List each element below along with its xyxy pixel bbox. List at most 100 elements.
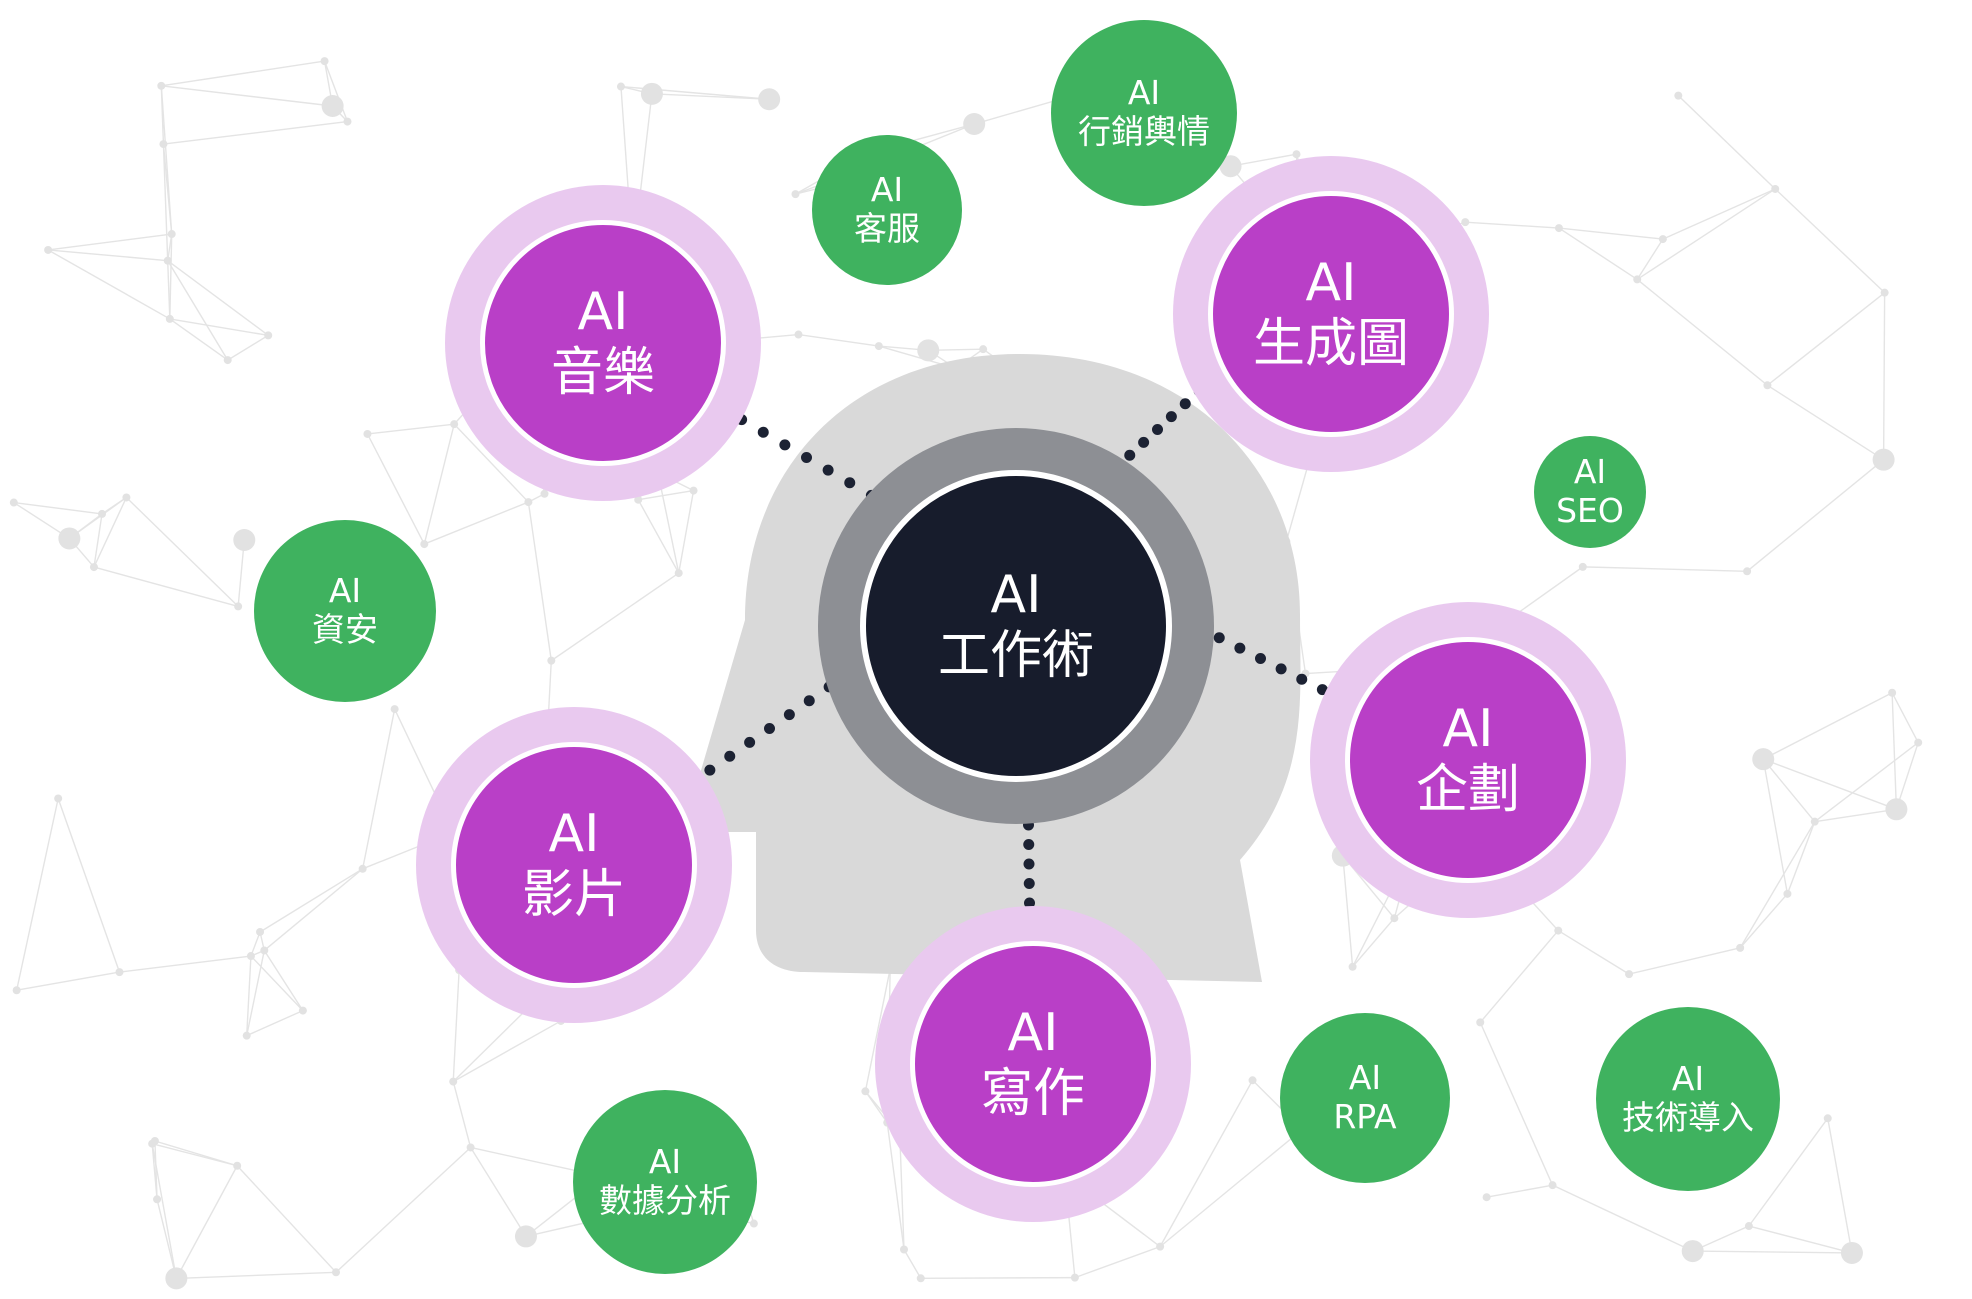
network-node bbox=[547, 656, 556, 665]
network-node bbox=[390, 705, 399, 714]
network-line bbox=[263, 868, 364, 951]
network-line bbox=[1582, 566, 1748, 572]
network-node bbox=[343, 117, 352, 126]
network-node bbox=[58, 527, 81, 550]
network-line bbox=[452, 1020, 562, 1083]
network-node bbox=[54, 794, 63, 803]
network-line bbox=[361, 708, 396, 869]
network-node bbox=[321, 95, 344, 118]
network-node bbox=[1554, 926, 1563, 935]
network-line bbox=[1739, 821, 1816, 949]
topic-seo-line2: SEO bbox=[1556, 491, 1624, 530]
network-line bbox=[798, 333, 879, 347]
topic-writing: AI 寫作 bbox=[910, 941, 1156, 1187]
network-node bbox=[689, 486, 698, 495]
network-node bbox=[264, 331, 273, 340]
network-line bbox=[246, 955, 252, 1036]
network-node bbox=[674, 569, 683, 578]
topic-customer-service-line1: AI bbox=[870, 170, 904, 210]
network-node bbox=[256, 927, 265, 936]
network-line bbox=[93, 497, 128, 568]
network-line bbox=[119, 955, 252, 973]
network-line bbox=[1762, 758, 1897, 810]
network-line bbox=[169, 318, 229, 361]
network-line bbox=[1895, 742, 1919, 810]
network-node bbox=[298, 1006, 307, 1015]
network-line bbox=[367, 423, 455, 435]
topic-music-line1: AI bbox=[577, 281, 629, 342]
network-line bbox=[323, 60, 349, 122]
network-node bbox=[165, 1267, 188, 1290]
topic-customer-service: AI 客服 bbox=[812, 135, 962, 285]
network-line bbox=[156, 1199, 178, 1279]
network-line bbox=[13, 501, 70, 540]
network-node bbox=[1840, 1241, 1863, 1264]
network-node bbox=[246, 952, 255, 961]
topic-planning-line2: 企劃 bbox=[1415, 760, 1520, 820]
network-node bbox=[1156, 1242, 1165, 1251]
topic-tech-adoption-line1: AI bbox=[1671, 1059, 1705, 1099]
network-node bbox=[1390, 914, 1399, 923]
network-node bbox=[165, 314, 174, 323]
topic-marketing-sentiment-line2: 行銷輿情 bbox=[1078, 112, 1210, 151]
network-node bbox=[1771, 184, 1780, 193]
network-line bbox=[250, 955, 304, 1012]
network-line bbox=[1677, 95, 1776, 190]
network-node bbox=[634, 495, 643, 504]
topic-security-line2: 資安 bbox=[312, 610, 378, 649]
network-node bbox=[1292, 150, 1301, 159]
network-node bbox=[1763, 381, 1772, 390]
network-node bbox=[1823, 1114, 1832, 1123]
network-line bbox=[637, 499, 680, 574]
network-node bbox=[1885, 798, 1908, 821]
network-line bbox=[57, 798, 121, 973]
topic-marketing-sentiment-line1: AI bbox=[1127, 73, 1161, 113]
network-node bbox=[917, 339, 940, 362]
network-line bbox=[453, 423, 529, 503]
network-node bbox=[1810, 817, 1819, 826]
network-node bbox=[234, 602, 243, 611]
network-node bbox=[449, 1077, 458, 1086]
network-node bbox=[758, 88, 781, 111]
network-line bbox=[169, 318, 269, 337]
topic-writing-line1: AI bbox=[1007, 1002, 1059, 1063]
network-line bbox=[1159, 1079, 1254, 1247]
network-line bbox=[1465, 221, 1560, 229]
network-node bbox=[320, 57, 329, 66]
network-line bbox=[1479, 930, 1559, 1023]
network-node bbox=[1736, 943, 1745, 952]
topic-security: AI 資安 bbox=[254, 520, 436, 702]
network-line bbox=[236, 1165, 337, 1273]
network-line bbox=[1552, 1184, 1694, 1252]
network-line bbox=[167, 260, 269, 336]
network-line bbox=[15, 798, 59, 991]
network-node bbox=[1348, 962, 1357, 971]
network-node bbox=[233, 528, 256, 551]
network-node bbox=[1752, 748, 1775, 771]
network-node bbox=[363, 429, 372, 438]
network-line bbox=[452, 1081, 472, 1148]
network-line bbox=[151, 1143, 238, 1167]
network-node bbox=[167, 230, 176, 239]
network-line bbox=[151, 1143, 178, 1279]
network-line bbox=[263, 950, 304, 1011]
network-line bbox=[237, 539, 245, 607]
network-line bbox=[1486, 1184, 1553, 1198]
network-node bbox=[1744, 1222, 1753, 1231]
network-line bbox=[161, 60, 325, 87]
network-node bbox=[420, 540, 429, 549]
network-line bbox=[1748, 1117, 1829, 1227]
network-line bbox=[161, 85, 333, 107]
network-line bbox=[1628, 947, 1741, 975]
network-line bbox=[246, 950, 265, 1036]
network-line bbox=[527, 501, 553, 661]
network-line bbox=[48, 249, 168, 262]
network-node bbox=[524, 498, 533, 507]
network-node bbox=[12, 986, 21, 995]
network-line bbox=[335, 1146, 472, 1273]
network-line bbox=[1230, 153, 1297, 167]
network-node bbox=[1476, 1018, 1485, 1027]
network-line bbox=[1692, 1250, 1852, 1254]
network-line bbox=[366, 433, 425, 545]
